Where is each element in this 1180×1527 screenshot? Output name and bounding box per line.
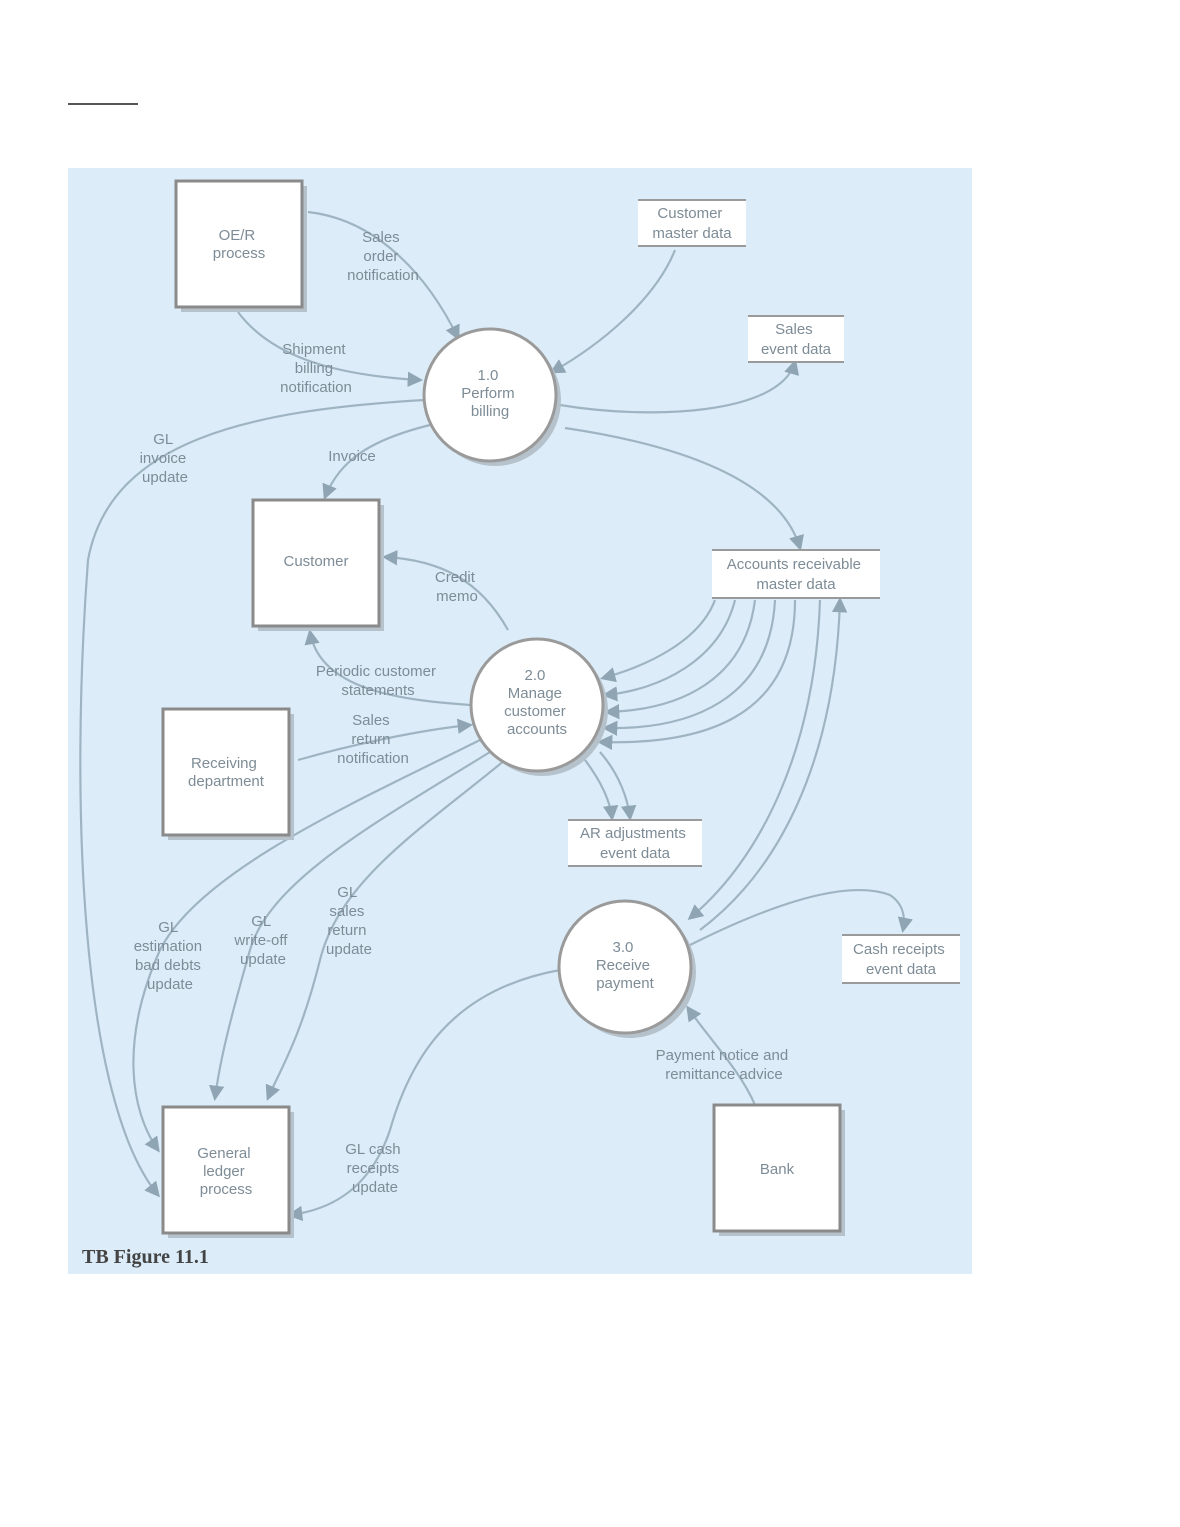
label-gl-writeoff: GL write-off update [233, 913, 291, 968]
flow-gl-writeoff [208, 751, 491, 1102]
flow-ar-update [564, 426, 804, 551]
process-manage-customer-accounts: 2.0 Manage customer accounts [469, 637, 608, 776]
flow-sales-order [307, 210, 460, 341]
label-sales-return: Sales return notification [337, 712, 409, 767]
process-receive-payment: 3.0 Receive payment [557, 899, 696, 1038]
entity-general-ledger-label: General ledger process [197, 1145, 255, 1198]
flow-ar-4 [601, 599, 777, 736]
process-perform-billing: 1.0 Perform billing [422, 327, 561, 466]
label-periodic-statements: Periodic customer statements [316, 663, 440, 699]
label-invoice: Invoice [328, 448, 376, 465]
store-sales-event: Sales event data [748, 315, 844, 363]
store-sales-event-label: Sales event data [761, 321, 832, 358]
flow-gl-estimation [132, 739, 481, 1153]
flow-ar-2 [601, 599, 737, 702]
entity-receiving-label: Receiving department [188, 755, 265, 790]
flow-lines [79, 210, 913, 1222]
label-gl-sales-return: GL sales return update [326, 884, 372, 958]
flow-ar-1 [600, 599, 717, 683]
flow-ar-5 [596, 599, 797, 751]
flow-shipment-billing [237, 311, 424, 388]
top-rule [68, 103, 138, 105]
entity-customer-label: Customer [283, 553, 348, 570]
store-ar-master: Accounts receivable master data [712, 549, 880, 599]
flow-cash-receipts [689, 889, 913, 946]
store-customer-master-label: Customer master data [652, 205, 732, 242]
flow-payment-notice [686, 1005, 757, 1106]
store-cash-receipts-label: Cash receipts event data [853, 941, 949, 978]
process-manage-accounts-label: 2.0 Manage customer accounts [504, 667, 570, 738]
store-cash-receipts: Cash receipts event data [842, 934, 960, 984]
flow-ar-3 [603, 599, 757, 720]
label-credit-memo: Credit memo [435, 569, 479, 605]
flow-ar-adjust-1 [584, 759, 619, 822]
flow-customer-master [549, 249, 677, 374]
label-sales-order: Sales order notification [347, 229, 419, 284]
label-shipment-billing: Shipment billing notification [280, 341, 352, 396]
entity-oe-r: OE/R process [174, 179, 307, 312]
process-perform-billing-label: 1.0 Perform billing [461, 367, 519, 420]
entity-bank-label: Bank [760, 1161, 795, 1178]
entity-bank: Bank [712, 1103, 845, 1236]
flow-gl-cash [286, 968, 561, 1222]
figure-caption: TB Figure 11.1 [82, 1246, 209, 1268]
flow-sales-event [559, 359, 800, 414]
store-ar-adjustments: AR adjustments event data [568, 819, 702, 867]
label-gl-estimation: GL estimation bad debts update [134, 919, 207, 993]
entity-customer: Customer [251, 498, 384, 631]
flow-credit-memo [381, 549, 509, 631]
flow-periodic-statements [304, 628, 471, 707]
label-payment-notice: Payment notice and remittance advice [656, 1047, 793, 1083]
flow-sales-return [297, 718, 474, 762]
flow-ar-adjust-2 [599, 751, 637, 822]
process-receive-payment-label: 3.0 Receive payment [596, 939, 655, 992]
flow-ar-payment-1 [687, 599, 822, 920]
flow-gl-invoice [79, 398, 426, 1198]
store-customer-master: Customer master data [638, 199, 746, 247]
store-ar-adjustments-label: AR adjustments event data [580, 825, 690, 862]
entity-oe-r-label: OE/R process [213, 227, 266, 262]
store-ar-master-label: Accounts receivable master data [727, 556, 865, 593]
label-gl-invoice: GL invoice update [140, 431, 191, 486]
flow-invoice [322, 423, 431, 500]
flow-gl-sales-return [265, 759, 506, 1101]
entity-receiving-department: Receiving department [161, 707, 294, 840]
entity-general-ledger: General ledger process [161, 1105, 294, 1238]
label-gl-cash-receipts: GL cash receipts update [345, 1141, 404, 1196]
flow-ar-payment-2 [699, 596, 848, 931]
